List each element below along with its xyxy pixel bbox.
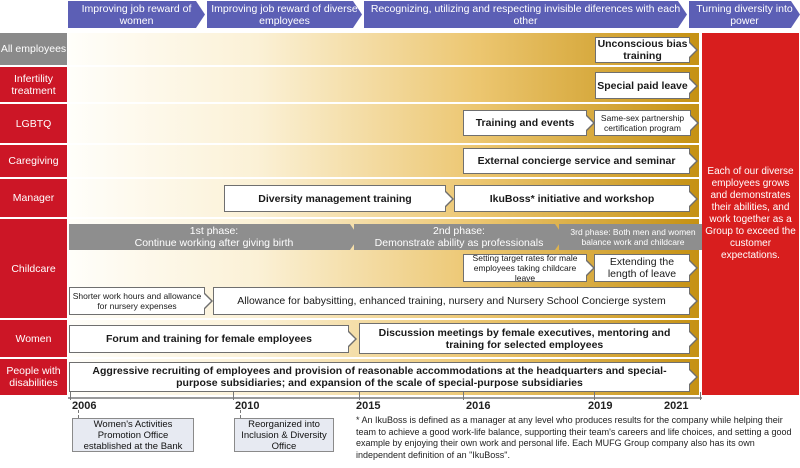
box-external-concierge: External concierge service and seminar (463, 148, 698, 174)
box-shorter-work-hours: Shorter work hours and allowance for nur… (69, 287, 213, 315)
row-label-all-employees: All employees (0, 33, 67, 65)
year-2010: 2010 (235, 400, 260, 412)
year-2006: 2006 (72, 400, 97, 412)
box-diversity-management-training: Diversity management training (224, 185, 454, 212)
timeline-tick-2015 (359, 392, 360, 400)
box-ikuboss-initiative: IkuBoss* initiative and workshop (454, 185, 698, 212)
phase-arrow-1: Improving job reward of women (68, 1, 205, 28)
timeline-tick-2010 (233, 392, 234, 400)
phase-arrow-2: Improving job reward of diverse employee… (207, 1, 362, 28)
box-unconscious-bias-training: Unconscious bias training (595, 37, 698, 63)
year-2019: 2019 (588, 400, 613, 412)
box-extending-leave: Extending the length of leave (594, 254, 698, 282)
band-all-employees (68, 33, 699, 65)
timeline-tick-2006 (70, 392, 71, 400)
box-allowance-babysitting: Allowance for babysitting, enhanced trai… (213, 287, 698, 315)
box-discussion-meetings: Discussion meetings by female executives… (359, 323, 698, 354)
row-label-lgbtq: LGBTQ (0, 104, 67, 143)
year-2021: 2021 (664, 400, 689, 412)
note-connector-2010 (240, 410, 241, 418)
phase-arrow-3: Recognizing, utilizing and respecting in… (364, 1, 687, 28)
year-2016: 2016 (466, 400, 491, 412)
box-training-and-events: Training and events (463, 110, 595, 136)
outcome-column: Each of our diverse employees grows and … (702, 33, 799, 395)
box-target-rates: Setting target rates for male employees … (463, 253, 595, 283)
box-special-paid-leave: Special paid leave (595, 72, 698, 99)
childcare-phase-2-arrow: 2nd phase:Demonstrate ability as profess… (354, 224, 564, 250)
row-label-infertility: Infertility treatment (0, 67, 67, 102)
row-label-caregiving: Caregiving (0, 145, 67, 177)
box-aggressive-recruiting: Aggressive recruiting of employees and p… (69, 362, 698, 392)
timeline-tick-2016 (463, 392, 464, 400)
box-forum-female-employees: Forum and training for female employees (69, 325, 357, 353)
phase-arrow-4: Turning diversity into power (689, 1, 800, 28)
childcare-phase-1-arrow: 1st phase:Continue working after giving … (69, 224, 359, 250)
row-label-manager: Manager (0, 179, 67, 217)
ikuboss-footnote: * An IkuBoss is defined as a manager at … (356, 415, 792, 460)
box-same-sex-partnership: Same-sex partnership certification progr… (594, 110, 699, 136)
band-infertility (68, 67, 699, 102)
timeline-tick-2019 (594, 392, 595, 400)
timeline-tick-2021 (700, 392, 701, 400)
note-connector-2006 (78, 410, 79, 418)
childcare-phase-3-arrow: 3rd phase: Both men and women balance wo… (559, 224, 711, 250)
timeline-axis (68, 397, 702, 399)
note-2010-inclusion-office: Reorganized into Inclusion & Diversity O… (234, 418, 334, 452)
note-2006-womens-office: Women's Activities Promotion Office esta… (72, 418, 194, 452)
row-label-disabilities: People with disabilities (0, 359, 67, 395)
row-label-childcare: Childcare (0, 219, 67, 318)
year-2015: 2015 (356, 400, 381, 412)
row-label-women: Women (0, 320, 67, 357)
